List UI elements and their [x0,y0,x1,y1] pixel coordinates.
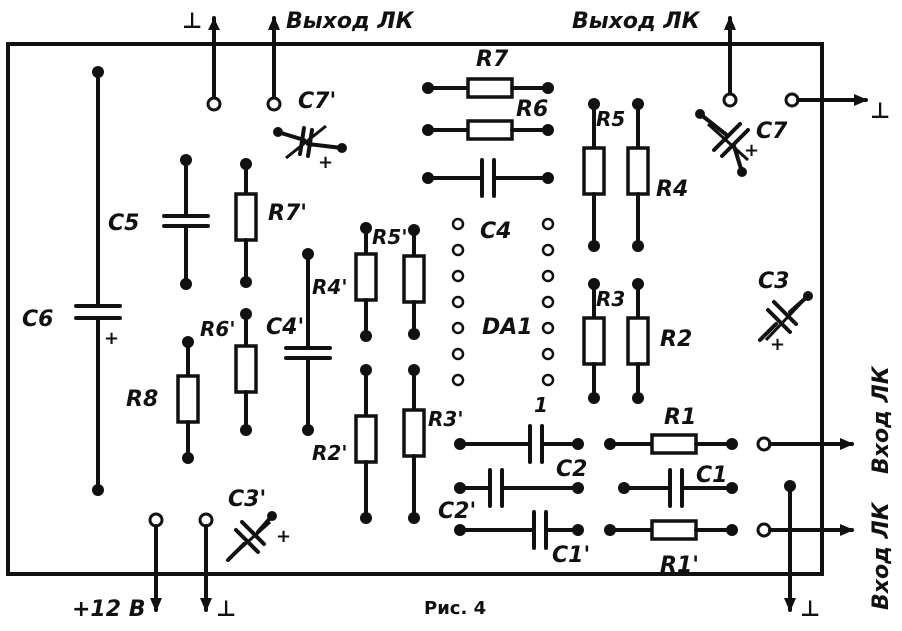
c1p-label: C1' [552,543,590,568]
r2-label: R2 [660,327,692,352]
c5-label: C5 [108,211,139,236]
r1p-label: R1' [660,553,699,578]
c1-label: C1 [696,463,727,488]
r5p-label: R5' [372,225,407,249]
resistor-r4: R4 [626,98,688,252]
r8-label: R8 [126,387,158,412]
resistor-r4-prime: R4' [312,222,378,342]
input-terminal-bottom [756,522,854,538]
r5-label: R5 [596,107,625,131]
ground-terminal-bottom-left: ⊥ [198,512,236,622]
c2p-label: C2' [438,499,476,524]
r4p-label: R4' [312,275,347,299]
capacitor-c2-prime: C2' [438,468,584,524]
figure-caption: Рис. 4 [424,598,486,619]
da1-pin1-label: 1 [534,393,548,417]
output-right-label: Выход ЛК [572,9,701,34]
ground-symbol: ⊥ [800,597,820,622]
r7-label: R7 [476,47,509,72]
r1-label: R1 [664,405,696,430]
capacitor-c5: C5 [108,154,210,290]
ground-symbol: ⊥ [870,99,890,124]
power-terminal: +12 В [72,512,164,622]
c4-label: C4 [480,219,511,244]
input-bottom-label: Вход ЛК [869,501,894,610]
capacitor-c2: C2 [454,424,587,482]
resistor-r1: R1 [604,405,738,455]
c6-label: C6 [22,307,53,332]
capacitor-c1: C1 [618,463,738,508]
r6p-label: R6' [200,317,235,341]
resistor-r6-prime: R6' [200,308,258,436]
r6-label: R6 [516,97,548,122]
trimmer-capacitor-c7-prime: + C7' [273,89,347,173]
resistor-r3-prime: R3' [402,364,463,524]
trimmer-capacitor-c3: + C3 [758,269,813,355]
c3p-label: C3' [228,487,266,512]
resistor-r3: R3 [582,278,625,404]
c2-label: C2 [556,457,587,482]
resistor-r1-prime: R1' [604,519,738,578]
output-terminal-right: Выход ЛК [572,9,738,108]
output-terminal-left: Выход ЛК [266,9,415,112]
c6-polarity: + [104,328,119,349]
resistor-r7-prime: R7' [234,158,307,288]
trimmer-capacitor-c7: + C7 [695,109,788,177]
ground-terminal-right: ⊥ [784,92,890,124]
capacitor-c1-prime: C1' [454,510,590,568]
resistor-r8: R8 [126,336,200,464]
ic-da1: DA1 1 [451,217,555,417]
capacitor-c4-prime: C4' [266,248,332,436]
c4p-label: C4' [266,315,304,340]
resistor-r2-prime: R2' [312,364,378,524]
input-top-label: Вход ЛК [869,365,894,474]
svg-text:+: + [770,334,785,355]
power-label: +12 В [72,597,145,622]
ground-terminal-bottom-right: ⊥ [784,480,820,622]
resistor-r2: R2 [626,278,692,404]
capacitor-c6: C6 + [22,66,122,496]
r4-label: R4 [656,177,688,202]
ground-symbol: ⊥ [216,597,236,622]
r7p-label: R7' [268,201,307,226]
resistor-r5-prime: R5' [372,224,426,340]
svg-text:+: + [318,152,333,173]
svg-text:+: + [276,526,291,547]
r3p-label: R3' [428,407,463,431]
output-left-label: Выход ЛК [286,9,415,34]
c7-label: C7 [756,119,788,144]
trimmer-capacitor-c3-prime: + C3' [226,487,291,562]
capacitor-c4: C4 [422,158,554,244]
r3-label: R3 [596,287,625,311]
da1-label: DA1 [482,315,533,340]
resistor-r7: R7 [422,47,554,99]
c3-label: C3 [758,269,789,294]
r2p-label: R2' [312,441,347,465]
ground-symbol: ⊥ [182,9,202,34]
resistor-r6: R6 [422,97,554,141]
svg-text:+: + [744,140,759,161]
resistor-r5: R5 [582,98,625,252]
board-outline [6,42,824,576]
ground-terminal-top-left: ⊥ [182,9,222,112]
c7p-label: C7' [298,89,336,114]
input-terminal-top [756,436,854,452]
